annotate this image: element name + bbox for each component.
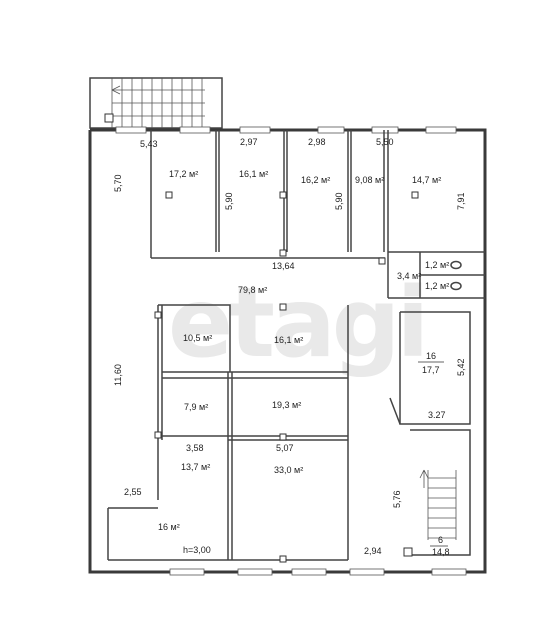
windows [115,126,467,576]
room-172: 17,2 м² [169,169,198,179]
room-193: 19,3 м² [272,400,301,410]
top-stair [89,77,223,129]
dim-791: 7,91 [456,192,466,210]
dim-358: 3,58 [186,443,204,453]
dim-255: 2,55 [124,487,142,497]
dim-1364: 13,64 [272,261,295,271]
room-34: 3,4 м² [397,271,421,281]
ceiling-height: h=3,00 [183,545,211,555]
room-330: 33,0 м² [274,465,303,475]
room-137: 13,7 м² [181,462,210,472]
toilets-block [387,252,485,299]
room-105: 10,5 м² [183,333,212,343]
room-908: 9,08 м² [355,175,384,185]
room-162: 16,2 м² [301,175,330,185]
room-16-walls [389,311,471,425]
room-6-number: 6 [438,535,443,545]
dim-1160: 11,60 [113,364,123,386]
dim-297: 2,97 [240,137,258,147]
dim-298: 2,98 [308,137,326,147]
watermark: etagi [168,267,425,379]
room-161b: 16,1 м² [274,335,303,345]
dim-542: 5,42 [456,358,466,376]
brand-name: Домклик [56,605,100,617]
central-walls [107,191,419,563]
room-12a: 1,2 м² [425,260,449,270]
dim-327: 3.27 [428,410,446,420]
dim-507: 5,07 [276,443,294,453]
dimension-labels: 5,43 2,97 2,98 5,50 5,70 5,90 5,90 7,91 … [113,137,466,556]
brand-logo: Домклик [27,594,100,619]
outer-walls [88,128,487,574]
house-icon [27,594,53,619]
top-rooms-walls [150,130,485,259]
room-16-area: 17,7 [422,365,440,375]
dim-590b: 5,90 [334,192,344,210]
room-798: 79,8 м² [238,285,267,295]
room-161a: 16,1 м² [239,169,268,179]
room-12b: 1,2 м² [425,281,449,291]
room-147: 14,7 м² [412,175,441,185]
dim-550: 5,50 [376,137,394,147]
room-79: 7,9 м² [184,402,208,412]
dim-576: 5,76 [392,490,402,508]
room-labels: 17,2 м² 16,1 м² 16,2 м² 9,08 м² 14,7 м² … [158,169,450,557]
room-6-area: 14,8 [432,547,450,557]
dim-590a: 5,90 [224,192,234,210]
dim-570: 5,70 [113,174,123,192]
dim-543: 5,43 [140,139,158,149]
room-16-small: 16 м² [158,522,180,532]
room-16-number: 16 [426,351,436,361]
dim-294: 2,94 [364,546,382,556]
right-stair [403,429,471,557]
